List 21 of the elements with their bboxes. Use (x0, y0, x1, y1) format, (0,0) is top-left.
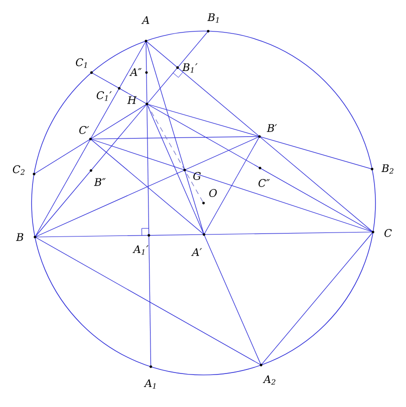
point-label: C$_{2}$ (12, 165, 25, 175)
point-label: C″ (258, 179, 270, 187)
point-label: A$_{2}$ (262, 375, 276, 385)
point-label: B$_{1}$ (207, 13, 218, 23)
point-label: G (193, 172, 201, 180)
point-label: C$_{1}$ (76, 58, 87, 68)
point-label: A′ (191, 248, 202, 256)
point-label: B′ (266, 124, 277, 132)
point-label: B$_{2}$ (381, 164, 394, 174)
point-label: H (127, 96, 137, 104)
point-label: A$_{1}$′ (132, 245, 148, 255)
point-label: O (209, 189, 217, 197)
point-label: C$_{1}$′ (96, 91, 112, 101)
point-label: A$_{1}$ (144, 379, 156, 389)
point-label: C (384, 229, 392, 237)
point-label: B (16, 233, 24, 241)
point-label: A″ (129, 68, 142, 76)
point-label: B″ (94, 178, 106, 186)
point-label: A (141, 16, 150, 24)
point-label: C′ (79, 126, 90, 134)
point-label: B$_{1}$′ (182, 63, 198, 73)
